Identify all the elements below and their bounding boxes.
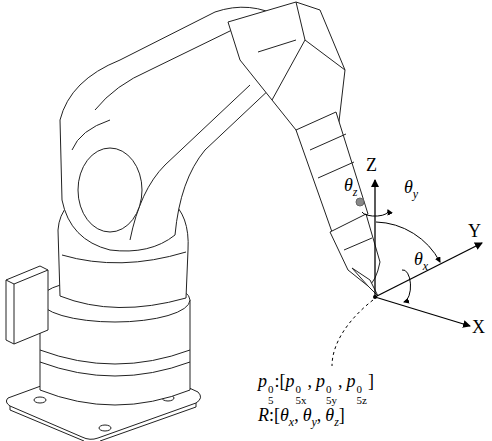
label-text: y bbox=[312, 415, 317, 429]
rotation-arc bbox=[402, 270, 411, 302]
label-text: ] bbox=[368, 371, 374, 391]
label-text: p bbox=[258, 371, 267, 391]
label-text: θ bbox=[303, 405, 312, 425]
rotation-formula: R:[θx,θy,θz] bbox=[258, 406, 345, 429]
label-text: X bbox=[472, 317, 485, 337]
label-text: p bbox=[347, 371, 356, 391]
script-stack: 05z bbox=[357, 384, 367, 406]
label-text: 0 bbox=[268, 384, 274, 395]
angle-label: θx bbox=[414, 250, 428, 273]
label-text: Y bbox=[468, 221, 481, 241]
axis-name: Z bbox=[366, 156, 377, 176]
label-text: Z bbox=[366, 155, 377, 175]
angle-label: θz bbox=[344, 176, 358, 199]
label-text: z bbox=[353, 185, 358, 199]
label-text: 0 bbox=[326, 384, 337, 395]
z-axis bbox=[374, 180, 375, 297]
label-text: , bbox=[294, 405, 299, 425]
label-text: x bbox=[423, 259, 428, 273]
label-text: , bbox=[317, 405, 322, 425]
label-text: 5 bbox=[268, 395, 274, 406]
label-text: 0 bbox=[357, 384, 367, 395]
label-text: , bbox=[308, 371, 313, 391]
label-text: 5x bbox=[296, 395, 307, 406]
label-text: R bbox=[258, 405, 269, 425]
label-text: p bbox=[316, 371, 325, 391]
label-text: z bbox=[334, 415, 339, 429]
leader-line bbox=[332, 300, 373, 366]
label-text: ] bbox=[339, 405, 345, 425]
rotation-arc bbox=[362, 210, 388, 216]
label-text: θ bbox=[414, 249, 423, 269]
label-text: :[ bbox=[269, 405, 280, 425]
label-text: y bbox=[413, 187, 418, 201]
angle-label: θy bbox=[404, 178, 418, 201]
label-text: :[ bbox=[275, 371, 286, 391]
position-formula: p05:[p05x,p05y,p05z] bbox=[258, 372, 374, 406]
label-text: 0 bbox=[296, 384, 307, 395]
script-stack: 05 bbox=[268, 384, 274, 406]
label-text: θ bbox=[280, 405, 289, 425]
script-stack: 05x bbox=[296, 384, 307, 406]
label-text: θ bbox=[325, 405, 334, 425]
label-text: θ bbox=[404, 177, 413, 197]
label-text: θ bbox=[344, 175, 353, 195]
label-text: x bbox=[289, 415, 294, 429]
label-text: p bbox=[286, 371, 295, 391]
label-text: 5z bbox=[357, 395, 367, 406]
label-text: , bbox=[338, 371, 343, 391]
y-axis bbox=[375, 243, 482, 297]
axis-name: X bbox=[472, 318, 485, 338]
axis-name: Y bbox=[468, 222, 481, 242]
rotation-arc bbox=[376, 222, 440, 262]
script-stack: 05y bbox=[326, 384, 337, 406]
x-axis bbox=[375, 297, 470, 326]
label-text: 5y bbox=[326, 395, 337, 406]
